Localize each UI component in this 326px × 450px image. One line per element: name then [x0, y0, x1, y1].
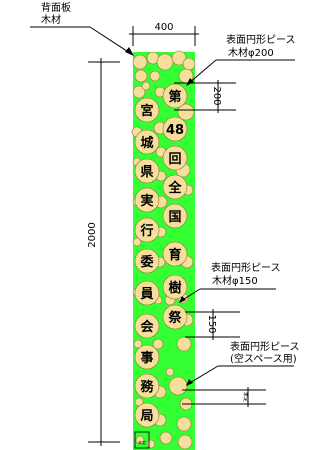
blank-piece — [182, 57, 196, 71]
left-column-piece — [134, 280, 160, 306]
width-label: 400 — [154, 22, 173, 33]
blank-piece — [132, 237, 142, 247]
left-column-char: 城 — [140, 135, 153, 151]
blank-piece — [159, 431, 173, 445]
small-circle-dimension — [182, 387, 266, 407]
width-dimension — [129, 26, 199, 46]
circle-150-dimension — [185, 309, 240, 340]
blank-piece — [171, 50, 187, 66]
blank-piece — [132, 85, 146, 99]
piece-150-material: 木材φ150 — [212, 274, 258, 287]
right-column-piece — [162, 145, 188, 171]
left-column-char: 委 — [139, 254, 153, 270]
height-dimension — [88, 58, 120, 446]
piece-200-title: 表面円形ピース — [226, 33, 296, 46]
small-circle-label: 未定 — [242, 392, 249, 402]
blank-piece — [141, 81, 151, 91]
right-column-char: 樹 — [168, 280, 181, 296]
piece-200-leader — [187, 59, 295, 85]
right-column-char: 祭 — [167, 310, 182, 326]
blank-piece — [176, 336, 192, 352]
right-column-piece — [162, 116, 188, 142]
blank-piece — [132, 54, 148, 70]
circle-200-dimension — [174, 80, 236, 113]
left-column-char: 局 — [140, 409, 153, 424]
left-column-char: 宮 — [140, 103, 153, 119]
left-column-char: 実 — [140, 193, 153, 209]
blank-piece — [146, 439, 156, 449]
left-column-piece — [134, 248, 160, 274]
right-column-piece — [162, 241, 188, 267]
blank-piece — [134, 69, 148, 83]
left-column-piece — [134, 402, 160, 428]
blank-piece — [177, 434, 193, 450]
right-column-char: 国 — [168, 210, 181, 225]
left-column-char: 事 — [140, 350, 153, 366]
right-column-char: 育 — [168, 247, 181, 263]
left-column-piece — [134, 129, 160, 155]
blank-piece — [177, 103, 195, 121]
left-column-piece — [134, 158, 160, 184]
height-label: 2000 — [87, 222, 98, 247]
right-column-piece — [162, 203, 188, 229]
left-column-char: 員 — [139, 287, 153, 302]
left-column-piece — [134, 97, 160, 123]
right-column-char: 48 — [166, 123, 184, 138]
left-column-char: 行 — [139, 223, 153, 239]
backboard-arrow — [125, 47, 134, 56]
circle-150-label: 150 — [206, 314, 217, 333]
backboard-leader — [30, 26, 134, 56]
right-column-piece — [162, 83, 188, 109]
piece-blank-arrow — [186, 379, 193, 386]
blank-piece — [168, 376, 188, 396]
blank-piece — [165, 367, 175, 377]
backboard-material: 木材 — [41, 13, 61, 26]
piece-150-title: 表面円形ピース — [211, 261, 281, 274]
blank-piece — [156, 53, 174, 71]
bottom-tag-box — [134, 431, 150, 449]
piece-blank-purpose: (空スペース用) — [230, 352, 297, 365]
piece-200-material: 木材φ200 — [228, 46, 274, 59]
right-column-piece — [162, 174, 188, 200]
circle-200-label: 200 — [211, 86, 222, 105]
left-column-piece — [134, 313, 160, 339]
left-column-char: 会 — [140, 319, 154, 335]
left-column-piece — [134, 217, 160, 243]
right-column-piece — [162, 304, 188, 330]
piece-blank-leader — [187, 365, 294, 385]
blank-piece — [133, 339, 143, 349]
blank-piece — [149, 70, 161, 82]
blank-piece — [152, 338, 164, 350]
blank-piece — [135, 435, 145, 445]
piece-150-arrow — [179, 296, 186, 303]
piece-150-leader — [180, 288, 276, 302]
right-column-piece — [162, 274, 188, 300]
right-column-char: 回 — [168, 152, 181, 167]
backboard-title: 背面板 — [41, 1, 71, 14]
left-column-piece — [134, 187, 160, 213]
left-column-piece — [134, 344, 160, 370]
right-column-char: 全 — [167, 180, 182, 196]
left-column-piece — [134, 373, 160, 399]
left-column-char: 県 — [140, 165, 153, 180]
bottom-tag-label: 未定 — [138, 439, 146, 445]
right-column-char: 第 — [168, 89, 181, 105]
piece-blank-title: 表面円形ピース — [230, 340, 300, 353]
blank-piece — [176, 416, 192, 432]
filler-pieces — [131, 50, 196, 450]
left-column-char: 務 — [140, 379, 154, 395]
piece-200-arrow — [186, 78, 194, 86]
